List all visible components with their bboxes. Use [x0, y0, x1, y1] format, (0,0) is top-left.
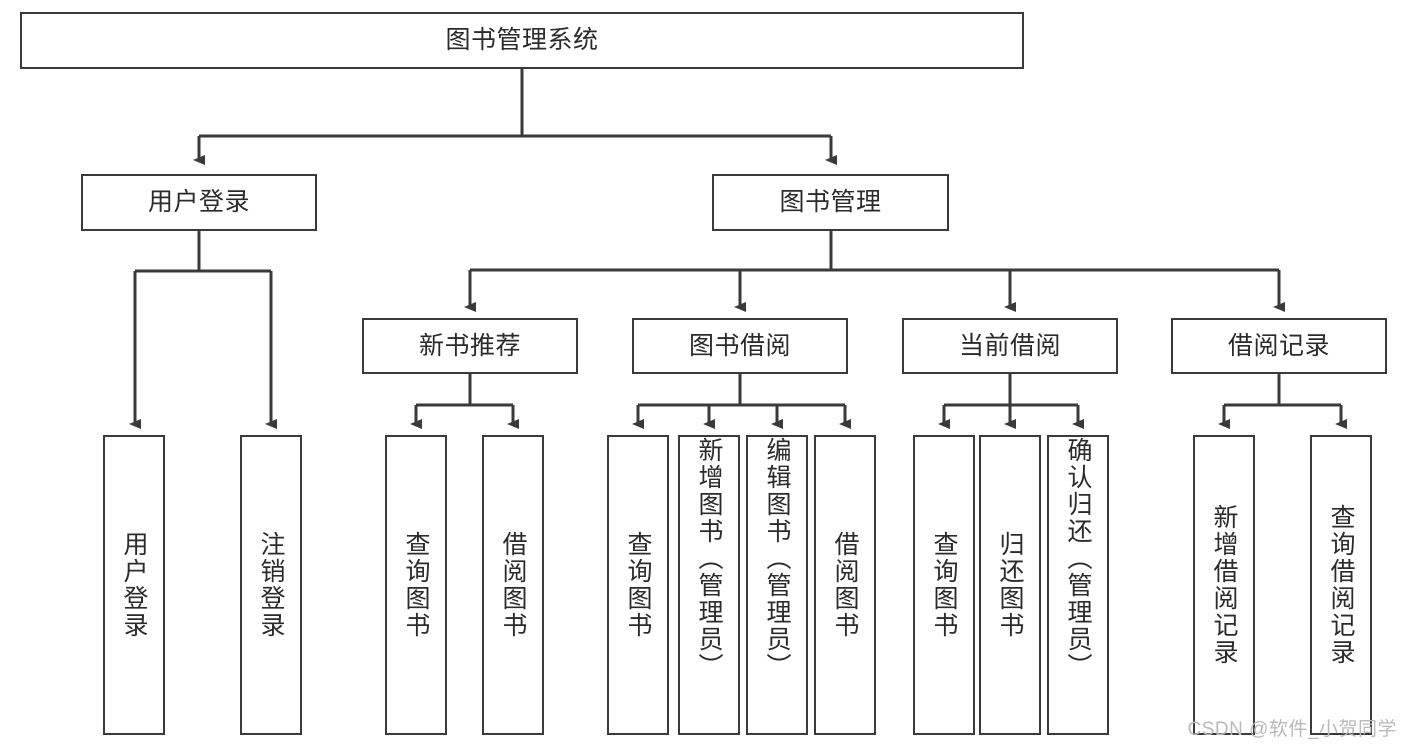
leaf-current-return-label: 归还图书	[996, 531, 1024, 639]
node-root-system-label: 图书管理系统	[445, 26, 599, 54]
node-current-borrow[interactable]: 当前借阅	[902, 318, 1118, 374]
leaf-new-book-query-label: 查询图书	[402, 531, 430, 639]
leaf-borrow-edit-label: 编辑图书（管理员）	[763, 437, 791, 680]
leaf-borrow-borrow[interactable]: 借阅图书	[814, 435, 876, 735]
leaf-current-return[interactable]: 归还图书	[979, 435, 1041, 735]
leaf-current-query[interactable]: 查询图书	[913, 435, 975, 735]
node-current-borrow-label: 当前借阅	[958, 331, 1061, 360]
leaf-text-wrap: 归还图书	[981, 437, 1039, 733]
leaf-borrow-borrow-label: 借阅图书	[831, 531, 859, 639]
leaf-text-wrap: 新增图书（管理员）	[680, 437, 738, 733]
leaf-borrow-add-label: 新增图书（管理员）	[695, 437, 723, 680]
leaf-record-add-label: 新增借阅记录	[1210, 504, 1238, 666]
node-new-book-recommend[interactable]: 新书推荐	[362, 318, 578, 374]
leaf-text-wrap: 查询图书	[609, 437, 667, 733]
leaf-current-confirm-return-label: 确认归还（管理员）	[1064, 437, 1092, 680]
leaf-text-wrap: 借阅图书	[484, 437, 542, 733]
csdn-watermark: CSDN @软件_小贺同学	[1187, 719, 1397, 740]
leaf-current-query-label: 查询图书	[930, 531, 958, 639]
leaf-record-query-label: 查询借阅记录	[1327, 504, 1355, 666]
leaf-text-wrap: 查询图书	[915, 437, 973, 733]
node-book-manage[interactable]: 图书管理	[712, 174, 949, 231]
node-root-system[interactable]: 图书管理系统	[20, 12, 1024, 69]
leaf-new-book-query[interactable]: 查询图书	[385, 435, 447, 735]
leaf-text-wrap: 用户登录	[105, 437, 163, 733]
leaf-user-login-logout-label: 注销登录	[257, 531, 285, 639]
leaf-text-wrap: 借阅图书	[816, 437, 874, 733]
leaf-text-wrap: 确认归还（管理员）	[1049, 437, 1107, 733]
node-user-login-label: 用户登录	[147, 188, 250, 216]
leaf-borrow-edit[interactable]: 编辑图书（管理员）	[746, 435, 808, 735]
node-new-book-recommend-label: 新书推荐	[418, 331, 521, 360]
leaf-text-wrap: 查询图书	[387, 437, 445, 733]
node-book-manage-label: 图书管理	[779, 188, 882, 216]
node-book-borrow-label: 图书借阅	[688, 331, 791, 360]
leaf-new-book-borrow[interactable]: 借阅图书	[482, 435, 544, 735]
leaf-current-confirm-return[interactable]: 确认归还（管理员）	[1047, 435, 1109, 735]
leaf-user-login-logout[interactable]: 注销登录	[240, 435, 302, 735]
leaf-record-add[interactable]: 新增借阅记录	[1193, 435, 1255, 735]
leaf-user-login-login[interactable]: 用户登录	[103, 435, 165, 735]
leaf-record-query[interactable]: 查询借阅记录	[1310, 435, 1372, 735]
leaf-borrow-add[interactable]: 新增图书（管理员）	[678, 435, 740, 735]
node-borrow-record[interactable]: 借阅记录	[1171, 318, 1387, 374]
leaf-borrow-query[interactable]: 查询图书	[607, 435, 669, 735]
leaf-text-wrap: 新增借阅记录	[1195, 437, 1253, 733]
leaf-borrow-query-label: 查询图书	[624, 531, 652, 639]
leaf-text-wrap: 查询借阅记录	[1312, 437, 1370, 733]
leaf-text-wrap: 注销登录	[242, 437, 300, 733]
node-user-login[interactable]: 用户登录	[81, 174, 317, 231]
node-book-borrow[interactable]: 图书借阅	[632, 318, 848, 374]
leaf-new-book-borrow-label: 借阅图书	[499, 531, 527, 639]
leaf-user-login-login-label: 用户登录	[120, 531, 148, 639]
node-borrow-record-label: 借阅记录	[1227, 331, 1330, 360]
leaf-text-wrap: 编辑图书（管理员）	[748, 437, 806, 733]
